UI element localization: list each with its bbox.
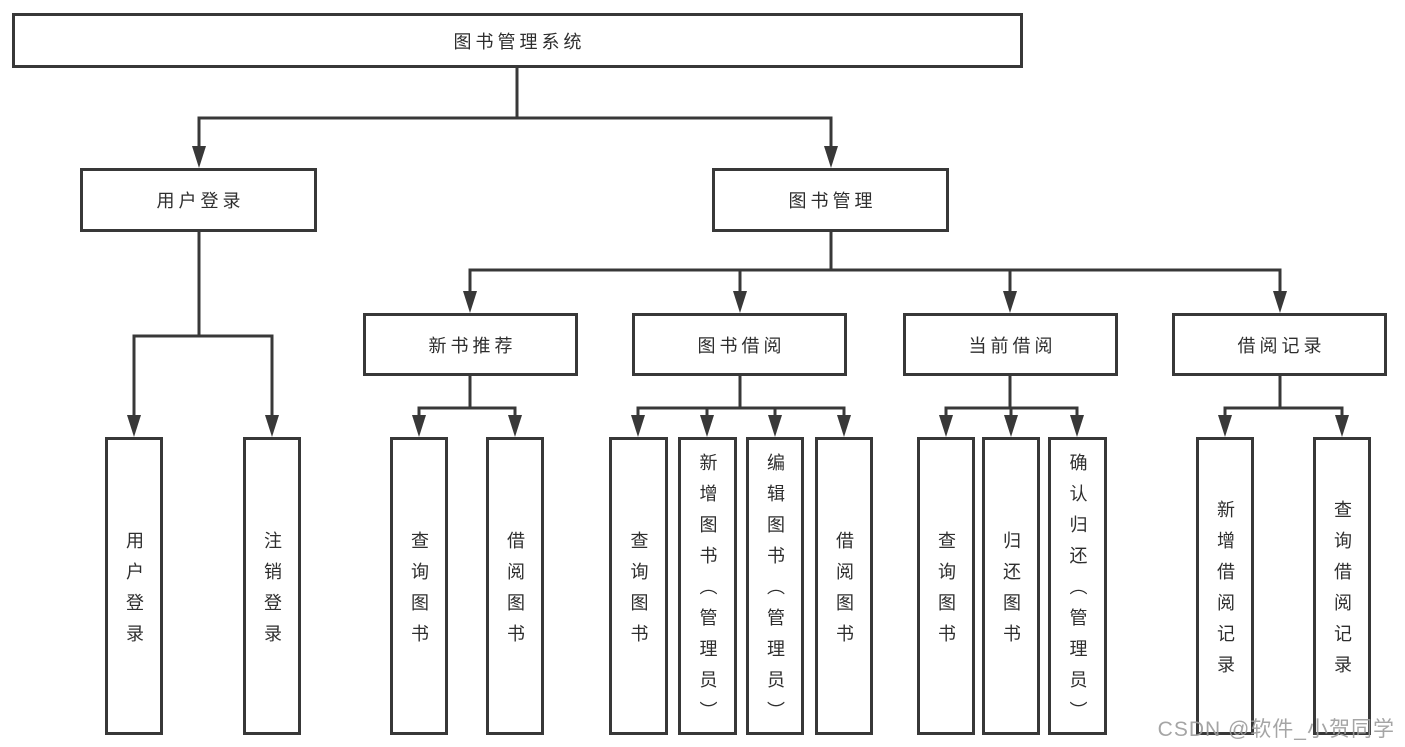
node-library-management-system: 图书管理系统	[12, 13, 1023, 68]
node-add-borrow-record: 新增借阅记录	[1196, 437, 1254, 735]
node-label: 当前借阅	[968, 335, 1057, 356]
node-book-management: 图书管理	[712, 168, 949, 232]
node-edit-book-admin: 编辑图书（管理员）	[746, 437, 804, 735]
node-label: 图书借阅	[697, 335, 786, 356]
node-logout: 注销登录	[243, 437, 301, 735]
node-label: 新书推荐	[428, 335, 517, 356]
node-label: 注销登录	[262, 530, 282, 655]
node-label: 用户登录	[156, 191, 245, 211]
node-borrow-records: 借阅记录	[1172, 313, 1387, 376]
node-label: 归还图书	[1001, 530, 1021, 655]
node-label: 借阅记录	[1237, 335, 1326, 356]
node-label: 借阅图书	[834, 530, 854, 655]
node-label: 图书管理系统	[453, 31, 586, 52]
node-label: 借阅图书	[505, 530, 525, 655]
node-current-borrow: 当前借阅	[903, 313, 1118, 376]
node-query-books-recommend: 查询图书	[390, 437, 448, 735]
node-return-book: 归还图书	[982, 437, 1040, 735]
node-label: 用户登录	[124, 530, 144, 655]
node-book-borrow: 图书借阅	[632, 313, 847, 376]
node-label: 确认归还（管理员）	[1067, 453, 1088, 732]
node-query-books-current: 查询图书	[917, 437, 975, 735]
node-label: 查询图书	[936, 530, 956, 655]
node-label: 查询图书	[628, 530, 649, 655]
node-user-login-leaf: 用户登录	[105, 437, 163, 735]
node-label: 新增借阅记录	[1215, 499, 1235, 686]
node-new-book-recommend: 新书推荐	[363, 313, 578, 376]
node-confirm-return-admin: 确认归还（管理员）	[1048, 437, 1107, 735]
watermark: CSDN @软件_小贺同学	[1157, 718, 1395, 741]
node-borrow-books-recommend: 借阅图书	[486, 437, 544, 735]
node-borrow-books: 借阅图书	[815, 437, 873, 735]
node-label: 查询借阅记录	[1332, 499, 1352, 686]
node-add-book-admin: 新增图书（管理员）	[678, 437, 737, 735]
node-label: 图书管理	[788, 191, 877, 211]
node-query-books-borrow: 查询图书	[609, 437, 668, 735]
node-user-login: 用户登录	[80, 168, 317, 232]
node-label: 编辑图书（管理员）	[765, 453, 785, 732]
node-label: 查询图书	[409, 530, 429, 655]
node-query-borrow-record: 查询借阅记录	[1313, 437, 1371, 735]
node-label: 新增图书（管理员）	[697, 453, 718, 732]
